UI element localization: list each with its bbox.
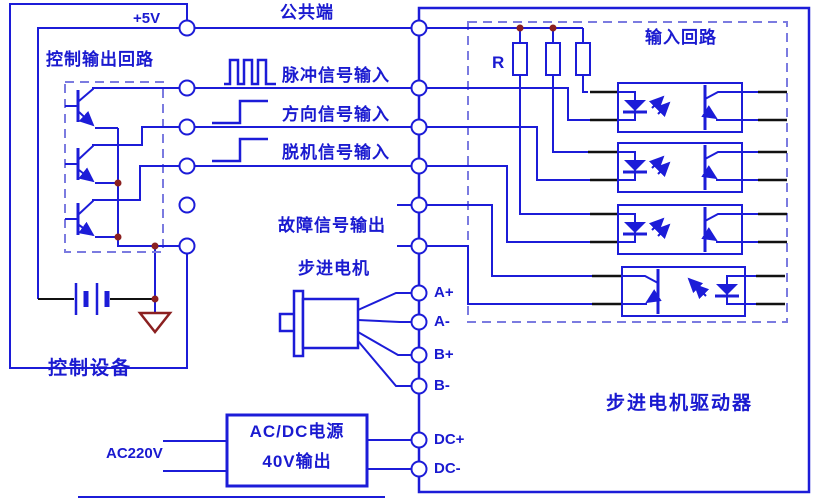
terminal-ctrl-fault-b [178,237,196,255]
driver-box [417,6,811,494]
transistor-direction-icon [65,126,179,184]
terminal-b-plus [410,346,428,364]
terminal-dc-minus [410,460,428,478]
pulse-waveform-icon [224,58,276,86]
terminal-label-dc-plus: DC+ [434,431,465,448]
terminal-drv-pulse [410,79,428,97]
direction-label: 方向信号输入 [282,105,390,124]
terminal-drv-direction [410,118,428,136]
junction-dots-driver [516,24,557,32]
terminal-ctrl-common [178,19,196,37]
motor-leads [357,292,411,387]
terminal-drv-fault-b [410,237,428,255]
ground-icon [137,246,173,335]
fault-label: 故障信号输出 [278,216,386,235]
terminal-a-minus [410,313,428,331]
acdc-power-section [163,413,411,488]
control-output-circuit-label: 控制输出回路 [46,50,154,69]
terminal-label-b-plus: B+ [434,346,454,363]
terminal-ctrl-direction [178,118,196,136]
terminal-label-dc-minus: DC- [434,460,461,477]
terminal-drv-fault-a [410,196,428,214]
input-routing-wires [419,87,592,305]
offline-label: 脱机信号输入 [282,143,390,162]
terminal-a-plus [410,284,428,302]
step-waveform-icon-offline [212,137,268,163]
resistor-1 [512,42,528,76]
stepper-motor-icon [278,289,360,358]
transistor-pulse-icon [65,87,179,129]
opto-pin-stubs [588,90,787,306]
resistor-2 [545,42,561,76]
acdc-box-line2: 40V输出 [262,452,332,471]
motor-label: 步进电机 [298,259,370,278]
signal-lines [187,27,419,247]
transistor-offline-icon [65,165,179,238]
supply-label: +5V [133,10,161,27]
optocoupler-direction [617,142,758,193]
acdc-box-line1: AC/DC电源 [249,422,345,441]
optocoupler-offline [617,204,758,255]
terminal-ctrl-fault-a [178,196,196,214]
junction-dots-controller [114,179,159,303]
controller-label: 控制设备 [48,358,133,379]
terminal-ctrl-pulse [178,79,196,97]
resistor-3 [575,42,591,76]
input-circuit-label: 输入回路 [645,28,717,47]
emitter-rail [117,128,187,247]
terminal-label-b-minus: B- [434,377,450,394]
terminal-label-a-plus: A+ [434,284,454,301]
resistor-network [419,27,591,215]
terminal-label-a-minus: A- [434,313,450,330]
terminal-drv-offline [410,157,428,175]
driver-label: 步进电机驱动器 [606,393,754,414]
resistor-label: R [492,53,505,72]
terminal-dc-plus [410,431,428,449]
terminal-drv-common [410,19,428,37]
terminal-b-minus [410,377,428,395]
controller-box [9,3,188,369]
optocoupler-pulse [617,82,758,133]
terminal-ctrl-offline [178,157,196,175]
mains-label: AC220V [106,445,163,462]
supply-rail [37,27,187,299]
battery-icon [38,283,155,315]
acdc-box [225,413,369,488]
pulse-label: 脉冲信号输入 [282,66,390,85]
step-waveform-icon-direction [212,99,268,125]
common-label: 公共端 [280,3,334,22]
input-circuit-dashed-box [467,21,788,323]
terminal-circles [178,19,428,478]
optocoupler-fault [621,266,756,317]
